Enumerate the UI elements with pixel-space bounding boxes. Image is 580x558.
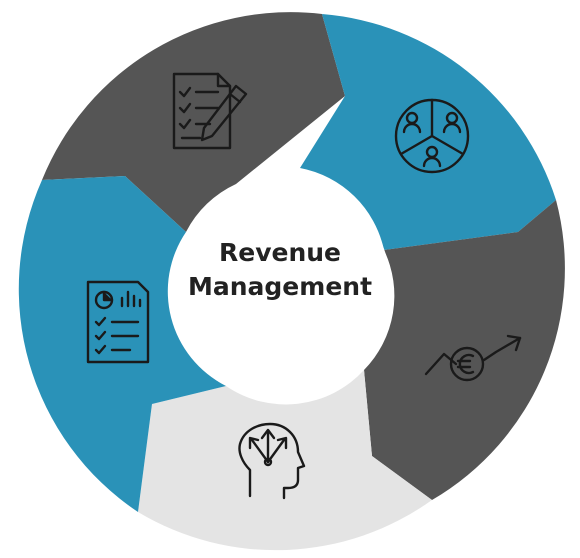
center-title: Revenue Management — [188, 236, 372, 304]
segment-planning — [42, 12, 345, 233]
segment-pricing — [364, 200, 565, 500]
segment-segmentation — [300, 14, 556, 250]
report-charts-checklist-icon — [86, 280, 150, 364]
segment-strategy — [138, 370, 432, 551]
customer-segments-icon — [394, 98, 470, 174]
euro-growth-trend-icon — [424, 334, 522, 382]
segment-analytics — [18, 176, 227, 512]
center-circle — [178, 178, 390, 390]
center-title-line1: Revenue — [218, 238, 341, 267]
center-title-line2: Management — [188, 272, 373, 301]
checklist-document-pen-icon — [172, 72, 248, 150]
head-strategy-arrows-icon — [238, 422, 306, 500]
